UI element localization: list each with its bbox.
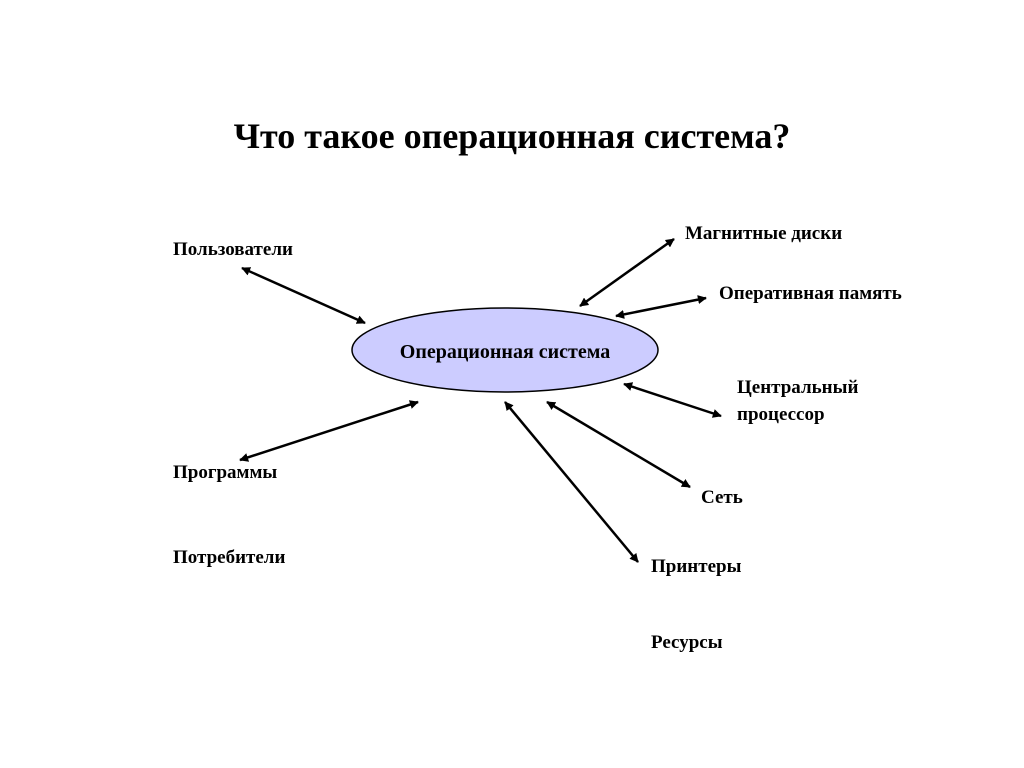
arrow-cpu: [623, 382, 722, 418]
arrow-users: [241, 266, 366, 325]
label-resources: Ресурсы: [651, 632, 723, 653]
label-cpu-line1: Центральный: [737, 377, 859, 398]
os-label: Операционная система: [399, 341, 611, 363]
arrow-magnetic-disks: [579, 237, 675, 308]
arrow-network: [546, 400, 691, 489]
label-ram: Оперативная память: [719, 283, 902, 304]
label-programs: Программы: [173, 462, 278, 483]
label-cpu-line2: процессор: [737, 404, 825, 425]
arrow-printers: [504, 401, 639, 563]
label-magnetic-disks: Магнитные диски: [685, 223, 843, 244]
label-network: Сеть: [701, 487, 743, 508]
os-ellipse: [351, 307, 659, 393]
label-printers: Принтеры: [651, 556, 742, 577]
label-users: Пользователи: [173, 239, 293, 260]
arrow-ram: [615, 295, 707, 319]
arrow-programs: [239, 400, 419, 462]
label-consumers: Потребители: [173, 547, 286, 568]
slide-title: Что такое операционная система?: [233, 116, 791, 156]
